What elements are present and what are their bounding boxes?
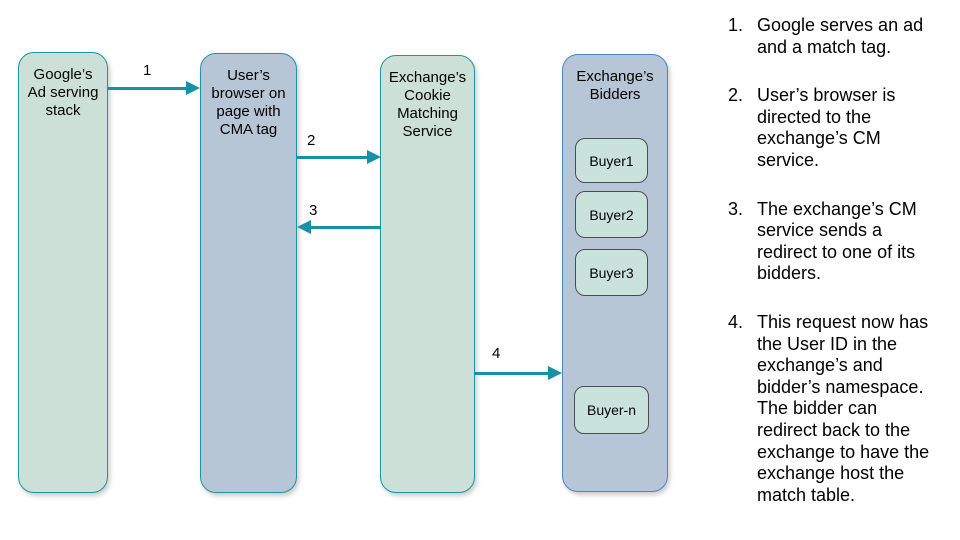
arrowhead-right-icon xyxy=(367,150,381,164)
step-1-number: 1. xyxy=(728,15,744,35)
step-3-text: The exchange’s CM service sends a redire… xyxy=(757,198,917,284)
box-title-google-ad-serving-stack: Google’s Ad serving stack xyxy=(27,66,99,119)
arrowhead-right-icon xyxy=(548,366,562,380)
step-1-text: Google serves an ad and a match tag. xyxy=(757,15,924,57)
arrow-3-cm-service-to-browser xyxy=(297,220,381,234)
step-item-3: 3. The exchange’s CM service sends a red… xyxy=(728,199,953,285)
steps-list: 1. Google serves an ad and a match tag. … xyxy=(728,15,953,533)
step-4-number: 4. xyxy=(728,311,744,332)
buyer3-box: Buyer3 xyxy=(575,249,648,296)
step-item-1: 1. Google serves an ad and a match tag. xyxy=(728,15,953,58)
arrowhead-right-icon xyxy=(186,81,200,95)
step-item-4: 4. This request now has the User ID in t… xyxy=(728,312,953,506)
arrow-2-label: 2 xyxy=(307,132,316,149)
box-title-users-browser: User’s browser on page with CMA tag xyxy=(211,67,286,138)
box-users-browser: User’s browser on page with CMA tag xyxy=(200,53,297,493)
buyer2-box: Buyer2 xyxy=(575,191,648,238)
arrow-4-label: 4 xyxy=(492,345,501,362)
box-title-exchange-bidders: Exchange’s Bidders xyxy=(576,68,654,103)
arrow-1-google-to-browser xyxy=(107,81,200,95)
arrow-4-shaft xyxy=(474,371,550,375)
arrow-3-label: 3 xyxy=(309,202,318,219)
box-title-exchange-cookie-matching-service: Exchange’s Cookie Matching Service xyxy=(388,69,467,140)
arrow-3-shaft xyxy=(309,225,381,229)
step-2-text: User’s browser is directed to the exchan… xyxy=(757,85,896,170)
arrow-2-shaft xyxy=(297,155,369,159)
box-google-ad-serving-stack: Google’s Ad serving stack xyxy=(18,52,108,493)
step-item-2: 2. User’s browser is directed to the exc… xyxy=(728,85,953,171)
step-3-number: 3. xyxy=(728,198,744,219)
arrow-1-label: 1 xyxy=(143,62,152,79)
arrow-1-shaft xyxy=(107,86,188,90)
step-2-number: 2. xyxy=(728,85,744,106)
arrow-2-browser-to-cm-service xyxy=(297,150,381,164)
step-4-text: This request now has the User ID in the … xyxy=(757,311,930,505)
buyer-n-box: Buyer-n xyxy=(574,386,649,434)
box-exchange-bidders: Exchange’s Bidders Buyer1 Buyer2 Buyer3 … xyxy=(562,54,668,492)
arrowhead-left-icon xyxy=(297,220,311,234)
box-exchange-cookie-matching-service: Exchange’s Cookie Matching Service xyxy=(380,55,475,493)
arrow-4-cm-service-to-bidders xyxy=(474,366,562,380)
buyer1-box: Buyer1 xyxy=(575,138,648,183)
